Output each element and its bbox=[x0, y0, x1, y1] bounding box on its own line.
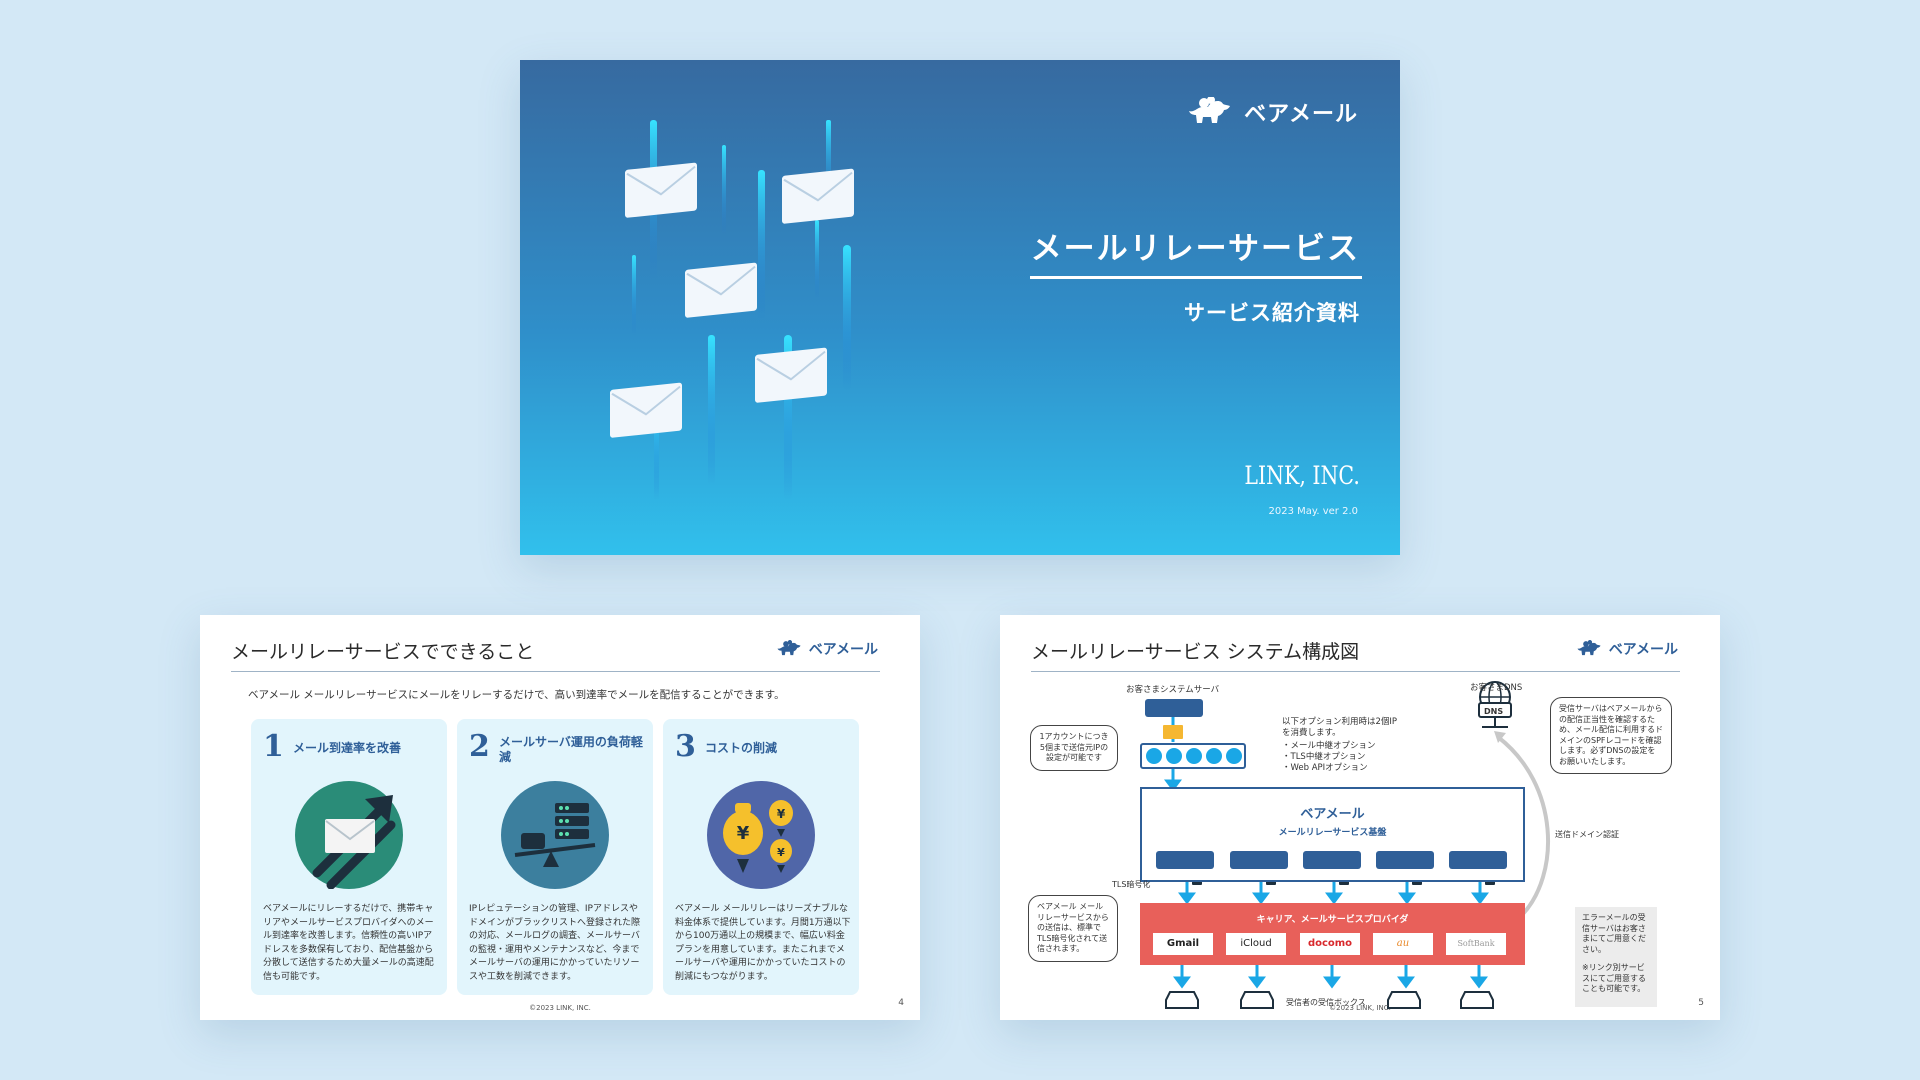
envelope-icon bbox=[685, 262, 757, 318]
page-number: 5 bbox=[1698, 998, 1704, 1008]
cover-title: メールリレーサービス bbox=[1030, 231, 1360, 267]
option-item: ・メール中継オプション bbox=[1282, 741, 1376, 751]
feature-card: 3 コストの削減 ¥ ¥ ¥ ベアメール メールリレーはリーズナブルな料金体系で… bbox=[663, 719, 859, 995]
ip-pool bbox=[1140, 743, 1246, 769]
card-title: コストの削減 bbox=[705, 741, 778, 755]
envelope-icon bbox=[755, 347, 827, 403]
envelope-icon bbox=[782, 168, 854, 224]
cover-slide[interactable]: ベアメール メールリレーサービス サービス紹介資料 LINK, INC. 202… bbox=[520, 60, 1400, 555]
envelope-icon bbox=[610, 382, 682, 438]
options-heading: 以下オプション利用時は2個IPを消費します。 bbox=[1282, 717, 1398, 738]
provider-docomo: docomo bbox=[1300, 933, 1360, 955]
svg-text:¥: ¥ bbox=[777, 807, 786, 821]
error-mail-note: エラーメールの受信サーバはお客さまにてご用意ください。 ※リンク別サービスにてご… bbox=[1575, 907, 1657, 1007]
lead-text: ベアメール メールリレーサービスにメールをリレーするだけで、高い到達率でメールを… bbox=[248, 689, 785, 701]
tls-note: ベアメール メールリレーサービスからの送信は、標準でTLS暗号化されて送信されま… bbox=[1028, 895, 1118, 962]
customer-server bbox=[1145, 699, 1203, 717]
card-title: メールサーバ運用の負荷軽減 bbox=[499, 735, 643, 764]
card-body: ベアメールにリレーするだけで、携帯キャリアやメールサービスプロバイダへのメール到… bbox=[263, 904, 434, 982]
brand-logo: ベアメール bbox=[1188, 96, 1358, 128]
sender-auth-label: 送信ドメイン認証 bbox=[1555, 830, 1619, 839]
copyright: ©2023 LINK, INC. bbox=[529, 1004, 591, 1012]
brand-name: ベアメール bbox=[1608, 642, 1678, 658]
card-body: ベアメール メールリレーはリーズナブルな料金体系で提供しています。月間1万通以下… bbox=[675, 904, 851, 982]
platform-label: メールリレーサービス基盤 bbox=[1278, 828, 1387, 838]
flying-envelopes-illustration bbox=[610, 120, 854, 500]
card-body: IPレピュテーションの管理、IPアドレスやドメインがブラックリストへ登録された際… bbox=[469, 904, 641, 982]
server-scale-icon bbox=[501, 781, 609, 889]
brand-name: ベアメール bbox=[1244, 102, 1358, 127]
cover-subtitle: サービス紹介資料 bbox=[1184, 301, 1360, 325]
relay-server bbox=[1303, 851, 1361, 869]
card-number: 2 bbox=[469, 729, 490, 764]
error-note-text: エラーメールの受信サーバはお客さまにてご用意ください。 bbox=[1582, 913, 1646, 954]
slide-5[interactable]: メールリレーサービス システム構成図 ベアメール bbox=[1000, 615, 1720, 1020]
bear-icon bbox=[777, 640, 801, 656]
customer-dns-label: お客さまDNS bbox=[1470, 683, 1523, 693]
svg-text:¥: ¥ bbox=[777, 846, 785, 859]
carrier-block: キャリア、メールサービスプロバイダ Gmail iCloud docomo au… bbox=[1140, 903, 1525, 965]
company-name: LINK, INC. bbox=[1244, 461, 1360, 490]
feature-card: 1 メール到達率を改善 ベアメールにリレーするだけで、携帯キャリアやメールサービ… bbox=[251, 719, 447, 995]
brand-logo: ベアメール bbox=[777, 639, 878, 659]
customer-server-label: お客さまシステムサーバ bbox=[1126, 685, 1220, 695]
card-number: 1 bbox=[263, 729, 284, 764]
relay-server bbox=[1449, 851, 1507, 869]
provider-softbank: SoftBank bbox=[1446, 933, 1506, 955]
brand-name: ベアメール bbox=[808, 642, 878, 658]
inbox-label: 受信者の受信ボックス bbox=[1286, 998, 1366, 1007]
provider-au: au bbox=[1373, 933, 1433, 955]
title-rule bbox=[231, 671, 880, 672]
delivery-rate-icon bbox=[295, 781, 403, 890]
slide-title: メールリレーサービス システム構成図 bbox=[1031, 641, 1360, 663]
bear-icon bbox=[1577, 640, 1601, 656]
tls-label: TLS暗号化 bbox=[1112, 880, 1151, 889]
ip-setting-note: 1アカウントにつき5個まで送信元IPの設定が可能です bbox=[1030, 725, 1118, 771]
svg-text:¥: ¥ bbox=[737, 823, 750, 844]
bear-icon bbox=[1189, 97, 1231, 123]
platform-brand: ベアメール bbox=[1300, 807, 1365, 822]
cost-reduction-icon: ¥ ¥ ¥ bbox=[707, 781, 815, 889]
provider-icloud: iCloud bbox=[1226, 933, 1286, 955]
brand-logo: ベアメール bbox=[1577, 639, 1678, 659]
relay-server bbox=[1376, 851, 1434, 869]
copyright: ©2023 LINK, INC. bbox=[1329, 1004, 1391, 1012]
error-note-sub: ※リンク別サービスにてご用意することも可能です。 bbox=[1582, 963, 1646, 993]
option-item: ・Web APIオプション bbox=[1282, 763, 1368, 773]
slide-4[interactable]: メールリレーサービスでできること ベアメール ベアメール メールリレーサービスに… bbox=[200, 615, 920, 1020]
dns-label: DNS bbox=[1484, 707, 1504, 716]
date-version: 2023 May. ver 2.0 bbox=[1268, 506, 1359, 517]
page-number: 4 bbox=[898, 998, 904, 1008]
feature-card: 2 メールサーバ運用の負荷軽減 IPレピュテーションの管理、IPアドレスやドメイ… bbox=[457, 719, 653, 995]
title-underline bbox=[1030, 276, 1362, 279]
card-number: 3 bbox=[675, 729, 696, 764]
option-item: ・TLS中継オプション bbox=[1282, 752, 1366, 762]
relay-platform: ベアメール メールリレーサービス基盤 bbox=[1140, 787, 1525, 882]
envelope-icon bbox=[625, 162, 697, 218]
carrier-label: キャリア、メールサービスプロバイダ bbox=[1256, 915, 1409, 925]
card-title: メール到達率を改善 bbox=[293, 741, 402, 755]
spf-note: 受信サーバはベアメールからの配信正当性を確認するため、メール配信に利用するドメイ… bbox=[1550, 697, 1672, 774]
slide-title: メールリレーサービスでできること bbox=[231, 641, 535, 663]
relay-server bbox=[1230, 851, 1288, 869]
provider-gmail: Gmail bbox=[1153, 933, 1213, 955]
relay-server bbox=[1156, 851, 1214, 869]
title-rule bbox=[1031, 671, 1680, 672]
